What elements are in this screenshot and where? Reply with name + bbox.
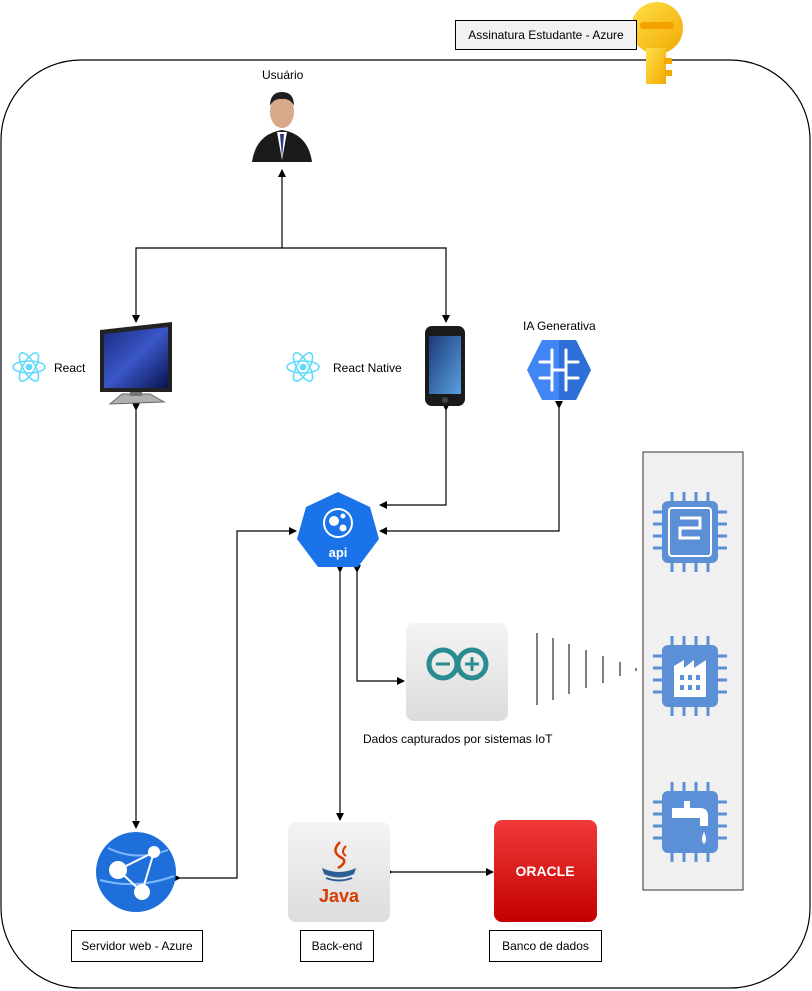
monitor-icon — [100, 322, 172, 405]
generative-ai-icon — [527, 340, 591, 400]
react-label: React — [54, 361, 86, 375]
user-icon — [252, 92, 312, 162]
edge-api-arduino — [353, 565, 405, 685]
react-icon — [12, 352, 46, 382]
user-label: Usuário — [262, 68, 304, 82]
web-server-icon — [96, 832, 176, 912]
java-icon-text: Java — [319, 886, 360, 906]
subscription-boundary — [0, 59, 811, 989]
backend-label: Back-end — [300, 930, 374, 962]
iot-chip-factory-icon — [653, 636, 727, 716]
iot-chip-core-icon — [653, 492, 727, 572]
iot-chip-water-icon — [653, 782, 727, 862]
edge-webserver-api — [173, 527, 297, 882]
react-native-icon — [286, 352, 320, 382]
api-icon-text: api — [329, 545, 348, 560]
phone-icon — [425, 326, 465, 406]
api-icon: api — [297, 492, 379, 567]
oracle-icon: ORACLE — [494, 820, 597, 922]
web-server-label: Servidor web - Azure — [71, 930, 203, 962]
edge-ai-api — [379, 401, 563, 535]
arduino-icon — [406, 623, 508, 721]
edge-phone-api — [379, 403, 450, 509]
edge-to-phone — [282, 247, 450, 323]
react-native-label: React Native — [333, 361, 402, 375]
key-icon — [631, 2, 683, 84]
oracle-icon-text: ORACLE — [515, 863, 574, 879]
edge-to-monitor — [132, 247, 282, 323]
iot-label: Dados capturados por sistemas IoT — [363, 732, 553, 746]
java-icon: Java — [288, 822, 390, 922]
wireless-signal — [536, 633, 637, 705]
generative-ai-label: IA Generativa — [523, 319, 596, 333]
database-label: Banco de dados — [489, 930, 602, 962]
subscription-label: Assinatura Estudante - Azure — [455, 20, 637, 50]
connectors — [132, 169, 563, 882]
